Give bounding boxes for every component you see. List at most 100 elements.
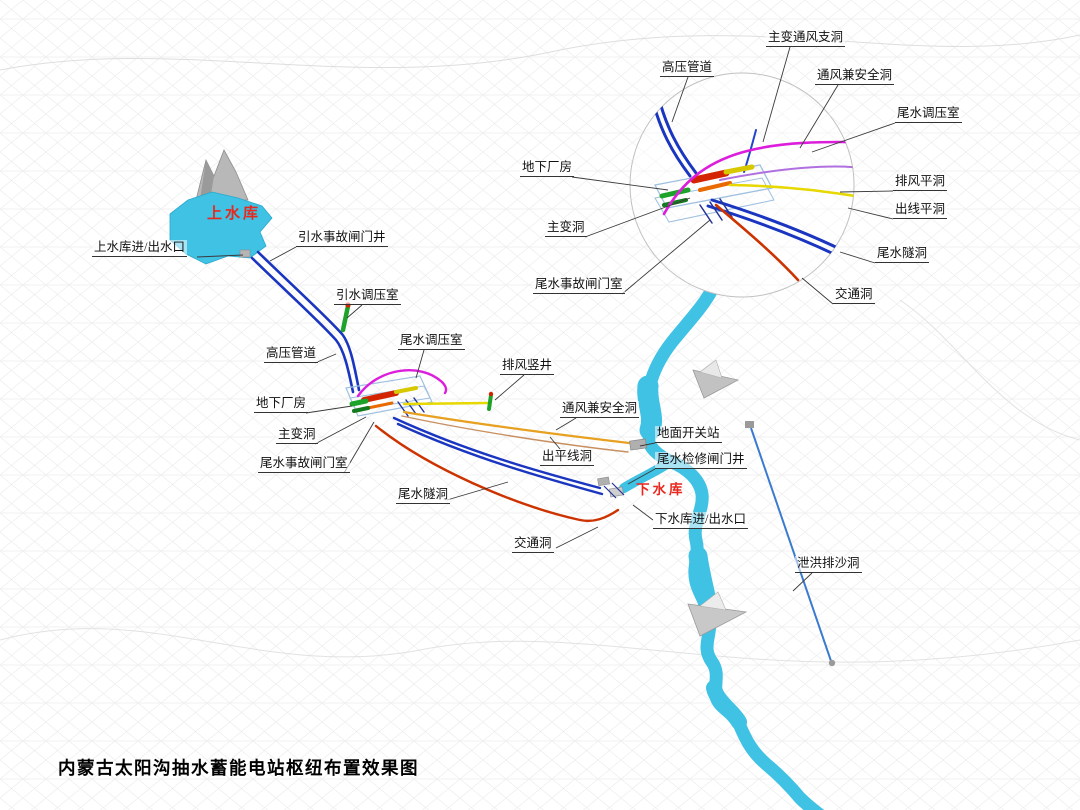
label-main-transformer-cavern: 主变洞 (276, 427, 318, 444)
waterway-system (250, 250, 361, 394)
leader-high-pressure-pipe (314, 353, 337, 364)
leader-detail-tailrace (839, 251, 876, 264)
leader-detail-access (801, 277, 834, 305)
tailwater-surge-chamber-line (356, 369, 448, 398)
label-detail-outgoing-line-adit: 出线平洞 (893, 202, 948, 219)
river-wide-bottom (706, 680, 747, 730)
leader-detail-gate-chamber (621, 219, 711, 295)
label-underground-powerhouse: 地下厂房 (254, 396, 309, 413)
flood-discharge-line (750, 427, 832, 662)
tailrace-line-2 (396, 422, 604, 496)
label-flood-discharge-tunnel: 泄洪排沙洞 (795, 556, 862, 573)
leader-lines (196, 46, 896, 592)
leader-detail-outgoing-adit (847, 207, 894, 220)
label-detail-tailwater-gate-chamber: 尾水事故闸门室 (533, 277, 625, 294)
detail-busbar-bar (723, 164, 755, 175)
tailrace-line-1 (392, 416, 602, 490)
access-tunnel-line (374, 424, 620, 523)
leader-detail-vent-safety (799, 84, 839, 149)
busbar-bar (394, 386, 418, 394)
surface-switchyard-structure (629, 438, 648, 451)
leader-flood-discharge (792, 572, 813, 592)
detail-gate-bar-1 (659, 187, 691, 199)
leader-powerhouse (305, 405, 353, 414)
label-upper-inlet-outlet: 上水库进/出水口 (92, 240, 187, 257)
lower-reservoir-area (597, 476, 625, 499)
label-detail-vent-safety-tunnel: 通风兼安全洞 (815, 68, 895, 85)
transformer-cavern-bar (366, 401, 394, 410)
leader-detail-powerhouse (571, 176, 669, 191)
page-title: 内蒙古太阳沟抽水蓄能电站枢纽布置效果图 (58, 758, 419, 778)
penstock-line-2 (256, 250, 361, 392)
diversion-surge-chamber-shaft (340, 303, 351, 333)
leader-detail-transformer-cavern (584, 197, 691, 238)
label-detail-underground-powerhouse: 地下厂房 (520, 160, 575, 177)
label-detail-exhaust-adit: 排风平洞 (893, 174, 948, 191)
label-high-pressure-pipe: 高压管道 (264, 346, 319, 363)
detail-circle (629, 72, 855, 298)
label-tailwater-gate-chamber: 尾水事故闸门室 (258, 456, 350, 473)
mountain-shade (200, 160, 214, 200)
label-tailwater-surge-chamber: 尾水调压室 (398, 333, 465, 350)
label-surface-switchyard: 地面开关站 (655, 426, 722, 443)
flood-discharge (745, 421, 836, 667)
penstock-line-1 (250, 256, 355, 394)
dams (687, 359, 748, 637)
label-detail-main-transformer-vent: 主变通风支洞 (766, 30, 846, 47)
leader-diversion-surge (346, 304, 363, 319)
label-upper-reservoir: 上水库 (207, 206, 262, 222)
label-diversion-gate-shaft: 引水事故闸门井 (296, 230, 388, 247)
leader-tailwater-surge (415, 349, 425, 379)
upper-inlet-structure (239, 249, 251, 258)
exhaust-shaft-mark (487, 393, 493, 411)
river-wide-upper (637, 375, 663, 441)
leader-detail-high-pressure-pipe (671, 76, 689, 123)
lower-dam-highlight (699, 591, 727, 611)
label-detail-tailrace-tunnel: 尾水隧洞 (875, 246, 930, 263)
label-detail-main-transformer-cavern: 主变洞 (545, 220, 587, 237)
lower-intake-structure-1 (597, 476, 610, 487)
exhaust-shaft-top (488, 391, 494, 397)
label-access-tunnel: 交通洞 (512, 536, 554, 553)
label-detail-access-tunnel: 交通洞 (833, 287, 875, 304)
contour-line (0, 628, 1080, 663)
leader-access (555, 526, 599, 549)
exhaust-vent-line (402, 401, 490, 406)
label-vent-safety-tunnel: 通风兼安全洞 (560, 401, 640, 418)
outgoing-line-tunnel-line (401, 415, 629, 453)
detail-exhaust-line (728, 183, 854, 200)
label-tailrace-tunnel: 尾水隧洞 (396, 487, 451, 504)
upper-dam-highlight (699, 359, 723, 379)
detail-transformer-bar (698, 181, 732, 192)
contour-line (899, 299, 1080, 441)
label-detail-high-pressure-pipe: 高压管道 (660, 60, 715, 77)
leader-exhaust-shaft (494, 374, 525, 401)
label-lower-reservoir: 下水库 (636, 482, 686, 497)
flood-discharge-inlet (745, 421, 754, 428)
label-diversion-surge-chamber: 引水调压室 (334, 288, 401, 305)
leader-outgoing-line (549, 436, 561, 450)
detail-powerhouse-bar (690, 169, 730, 184)
label-exhaust-shaft: 排风竖井 (500, 358, 555, 375)
leader-detail-main-transformer-vent (762, 46, 791, 143)
label-lower-inlet-outlet: 下水库进/出水口 (653, 512, 748, 529)
label-tailwater-maintenance-gate-shaft: 尾水检修闸门井 (655, 452, 747, 469)
leader-tailrace (446, 481, 509, 501)
gate-chamber-bar-2 (352, 406, 370, 413)
detail-outgoing-line (719, 165, 854, 181)
leader-maintenance-gate (627, 468, 656, 485)
label-detail-tailwater-surge-chamber: 尾水调压室 (895, 106, 962, 123)
detail-access-tunnel (714, 203, 800, 282)
leader-detail-exhaust-adit (839, 190, 894, 193)
vent-safety-tunnel-line (402, 410, 648, 447)
leader-vent-safety (555, 417, 577, 431)
flood-discharge-outlet (828, 659, 836, 667)
gate-chamber-bar-1 (349, 398, 369, 407)
leader-detail-tailwater-surge (811, 122, 896, 153)
label-outgoing-line-tunnel: 出平线洞 (540, 449, 595, 466)
leader-switchyard (639, 442, 656, 447)
